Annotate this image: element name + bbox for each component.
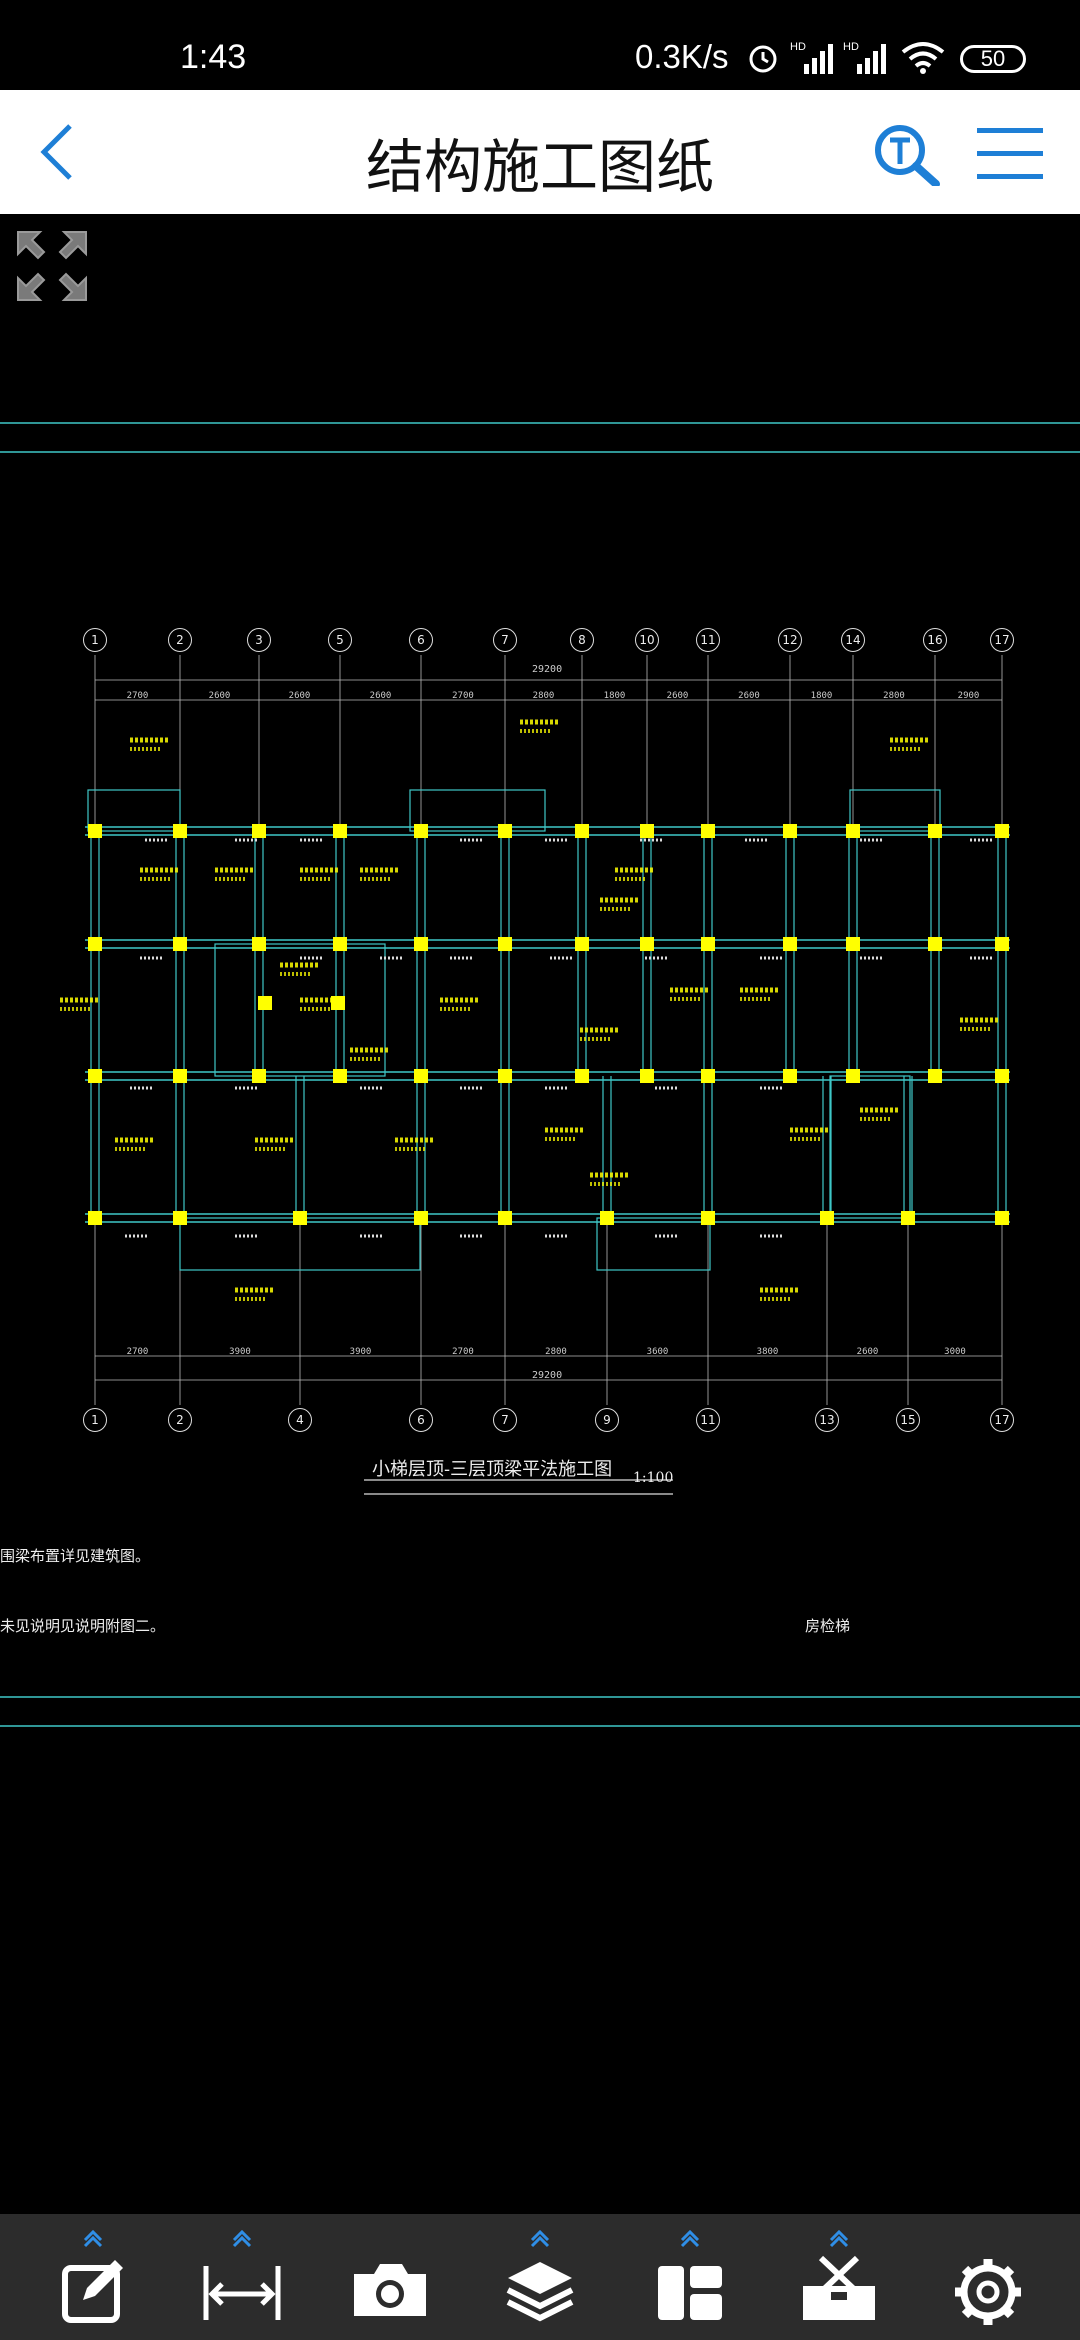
fullscreen-expand-icon[interactable] bbox=[14, 228, 90, 304]
dimension-label-bottom: 2700 bbox=[127, 1347, 149, 1357]
axis-bubble-top: 11 bbox=[696, 628, 720, 652]
axis-bubble-bottom: 1 bbox=[83, 1408, 107, 1432]
dimension-label-top: 2600 bbox=[738, 691, 760, 701]
toolbox-icon bbox=[803, 2229, 875, 2320]
layers-tool[interactable] bbox=[490, 2228, 590, 2334]
menu-icon[interactable] bbox=[975, 124, 1045, 184]
dimension-label-bottom: 3000 bbox=[944, 1347, 966, 1357]
status-bar: 1:43 0.3K/s HD HD 50 bbox=[0, 0, 1080, 90]
battery-indicator: 50 bbox=[960, 45, 1026, 73]
axis-bubble-top: 10 bbox=[635, 628, 659, 652]
dimension-label-bottom: 3900 bbox=[229, 1347, 251, 1357]
dimension-label-bottom: 2700 bbox=[452, 1347, 474, 1357]
axis-bubble-top: 1 bbox=[83, 628, 107, 652]
axis-bubble-top: 14 bbox=[841, 628, 865, 652]
axis-bubble-bottom: 6 bbox=[409, 1408, 433, 1432]
axis-bubble-top: 6 bbox=[409, 628, 433, 652]
signal-hd-icon-2: HD bbox=[843, 41, 886, 74]
dimension-label-top: 1800 bbox=[604, 691, 626, 701]
axis-bubble-bottom: 4 bbox=[288, 1408, 312, 1432]
camera-icon bbox=[354, 2264, 426, 2316]
drawing-scale: 1:100 bbox=[633, 1470, 674, 1486]
dimension-label-top: 2600 bbox=[667, 691, 689, 701]
text-search-icon[interactable] bbox=[872, 122, 942, 186]
settings-tool[interactable] bbox=[938, 2228, 1038, 2334]
axis-bubble-bottom: 9 bbox=[595, 1408, 619, 1432]
back-arrow-icon[interactable] bbox=[30, 120, 90, 184]
annotate-tool[interactable] bbox=[43, 2228, 143, 2334]
measure-tool[interactable] bbox=[192, 2228, 292, 2334]
camera-tool[interactable] bbox=[340, 2228, 440, 2334]
axis-bubble-top: 3 bbox=[247, 628, 271, 652]
layout-tool[interactable] bbox=[640, 2228, 740, 2334]
dimension-label-top: 2900 bbox=[958, 691, 980, 701]
app-bar: 结构施工图纸 bbox=[0, 90, 1080, 214]
svg-text:HD: HD bbox=[843, 41, 859, 53]
alarm-icon bbox=[749, 45, 777, 73]
axis-bubble-top: 5 bbox=[328, 628, 352, 652]
edit-icon bbox=[62, 2229, 123, 2323]
dimension-label-top: 2600 bbox=[209, 691, 231, 701]
layers-icon bbox=[506, 2229, 574, 2322]
dimension-label-top: 2600 bbox=[370, 691, 392, 701]
svg-text:HD: HD bbox=[790, 41, 806, 53]
cad-drawing-canvas[interactable]: 2700 2600 2600 2600 2700 2800 1800 2600 2600 1800… bbox=[0, 214, 1080, 2214]
network-speed: 0.3K/s bbox=[635, 38, 729, 75]
page-title: 结构施工图纸 bbox=[365, 133, 714, 201]
dimension-label-top: 2800 bbox=[883, 691, 905, 701]
settings-icon bbox=[955, 2259, 1021, 2325]
axis-bubble-bottom: 15 bbox=[896, 1408, 920, 1432]
wifi-icon bbox=[901, 42, 945, 74]
axis-bubble-bottom: 7 bbox=[493, 1408, 517, 1432]
dimension-label-bottom: 2800 bbox=[545, 1347, 567, 1357]
drawing-title: 小梯层顶-三层顶梁平法施工图 bbox=[372, 1459, 613, 1480]
axis-bubble-bottom: 17 bbox=[990, 1408, 1014, 1432]
dimension-label-top: 2600 bbox=[289, 691, 311, 701]
axis-bubble-top: 12 bbox=[778, 628, 802, 652]
measure-icon bbox=[203, 2229, 281, 2320]
dimension-label-bottom: 2600 bbox=[857, 1347, 879, 1357]
dimension-label-top: 1800 bbox=[811, 691, 833, 701]
drawing-note-2: 未见说明见说明附图二。 bbox=[0, 1617, 166, 1635]
layout-icon bbox=[658, 2229, 722, 2320]
drawing-note-3: 房检梯 bbox=[805, 1617, 851, 1635]
dimension-label-bottom: 3600 bbox=[647, 1347, 669, 1357]
toolbox-tool[interactable] bbox=[789, 2228, 889, 2334]
axis-bubble-bottom: 2 bbox=[168, 1408, 192, 1432]
status-time: 1:43 bbox=[180, 38, 247, 76]
axis-bubble-top: 8 bbox=[570, 628, 594, 652]
axis-bubble-top: 17 bbox=[990, 628, 1014, 652]
total-dimension-bottom: 29200 bbox=[532, 1370, 563, 1381]
dimension-label-bottom: 3900 bbox=[350, 1347, 372, 1357]
total-dimension-top: 29200 bbox=[532, 664, 563, 675]
axis-bubble-top: 7 bbox=[493, 628, 517, 652]
dimension-label-top: 2700 bbox=[127, 691, 149, 701]
axis-bubble-bottom: 13 bbox=[815, 1408, 839, 1432]
dimension-label-top: 2800 bbox=[533, 691, 555, 701]
dimension-label-bottom: 3800 bbox=[757, 1347, 779, 1357]
signal-hd-icon: HD bbox=[790, 41, 833, 74]
axis-bubble-top: 2 bbox=[168, 628, 192, 652]
axis-bubble-bottom: 11 bbox=[696, 1408, 720, 1432]
drawing-note-1: 围梁布置详见建筑图。 bbox=[0, 1547, 151, 1565]
axis-bubble-top: 16 bbox=[923, 628, 947, 652]
dimension-label-top: 2700 bbox=[452, 691, 474, 701]
